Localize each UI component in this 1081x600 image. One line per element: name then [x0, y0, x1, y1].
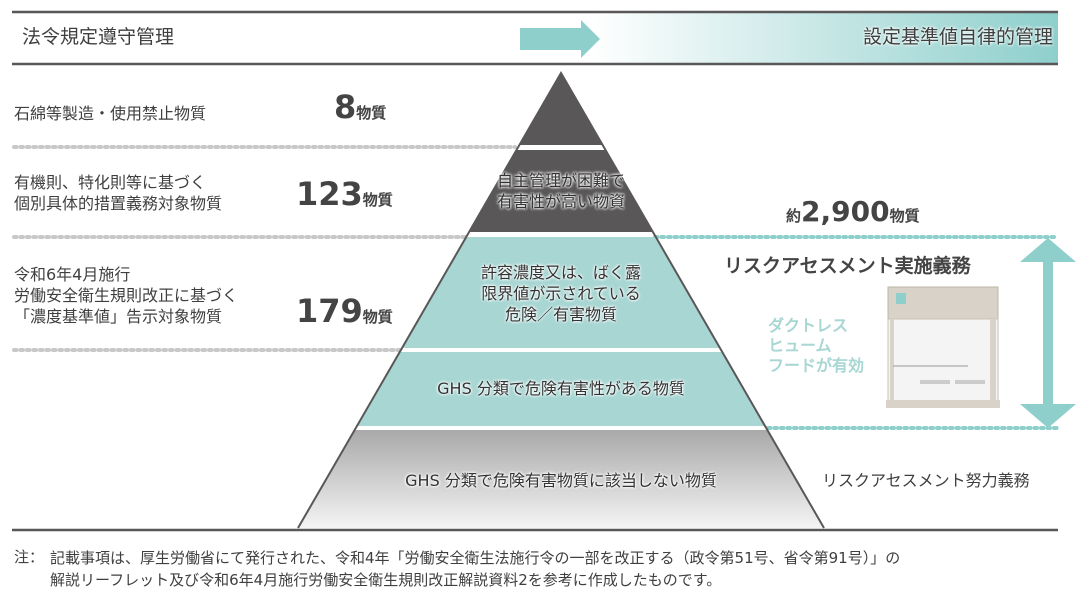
count-unit: 物質 [362, 191, 393, 209]
header-left-label: 法令規定遵守管理 [22, 26, 175, 48]
level-label-specific-measures: 有機則、特化則等に基づく個別具体的措置義務対象物質 [14, 172, 222, 214]
approx-unit: 物質 [889, 207, 920, 225]
hood-note: ダクトレスヒュームフードが有効 [768, 316, 864, 376]
arrow-right-icon [520, 20, 600, 58]
level-label-concentration-standard: 令和6年4月施行労働安全衛生規則改正に基づく「濃度基準値」告示対象物質 [14, 264, 238, 327]
count-concentration-standard: 179物質 [296, 292, 393, 330]
label-line: 個別具体的措置義務対象物質 [14, 194, 223, 213]
fume-hood-image [886, 286, 1000, 408]
dotted-separators [12, 145, 1060, 430]
tier-teal-upper-text: 許容濃度又は、ばく露限界値が示されている危険／有害物質 [441, 262, 681, 325]
count-unit: 物質 [356, 104, 387, 122]
double-arrow-icon [1020, 238, 1076, 428]
header-band [12, 10, 1058, 66]
effort-label: リスクアセスメント努力義務 [822, 471, 1030, 490]
footnote-prefix: 注： [14, 548, 45, 566]
tier-dark [469, 150, 653, 232]
footnote: 記載事項は、厚生労働省にて発行された、令和4年「労働安全衛生法施行令の一部を改正… [50, 547, 900, 591]
tier-dark-text: 自主管理が困難で有害性が高い物資 [461, 170, 661, 212]
approx-value: 2,900 [801, 195, 890, 228]
count-value: 123 [296, 175, 363, 213]
footnote-line: 記載事項は、厚生労働省にて発行された、令和4年「労働安全衛生法施行令の一部を改正… [50, 549, 901, 567]
tier-teal-lower [357, 352, 765, 426]
gradient-fill [590, 13, 1058, 63]
label-line: 「濃度基準値」告示対象物質 [14, 307, 223, 326]
text-line: 自主管理が困難で [496, 171, 625, 190]
text-line: フードが有効 [768, 356, 865, 375]
label-line: 労働安全衛生規則改正に基づく [14, 286, 239, 305]
label-line: 有機則、特化則等に基づく [14, 173, 207, 192]
header-right-label: 設定基準値自律的管理 [862, 26, 1053, 48]
approx-count: 約2,900物質 [786, 195, 920, 228]
text-line: ヒューム [768, 336, 832, 355]
count-value: 179 [296, 292, 363, 330]
text-line: 有害性が高い物資 [496, 192, 625, 211]
text-line: 許容濃度又は、ばく露 [480, 263, 641, 282]
label-line: 石綿等製造・使用禁止物質 [14, 104, 207, 123]
text-line: ダクトレス [768, 316, 849, 335]
label-line: 令和6年4月施行 [14, 265, 131, 284]
count-unit: 物質 [362, 308, 393, 326]
tier-top [519, 73, 603, 145]
count-banned: 8物質 [334, 88, 386, 126]
text-line: 限界値が示されている [481, 284, 641, 303]
tier-gray [298, 430, 824, 528]
level-label-banned: 石綿等製造・使用禁止物質 [14, 103, 206, 124]
count-value: 8 [334, 88, 357, 126]
tier-gray-text: GHS 分類で危険有害物質に該当しない物質 [405, 471, 717, 490]
tier-teal-lower-text: GHS 分類で危険有害性がある物質 [437, 379, 685, 398]
pyramid-outline [297, 71, 825, 529]
text-line: 危険／有害物質 [504, 305, 617, 324]
tier-teal-upper [402, 237, 720, 348]
obligation-label: リスクアセスメント実施義務 [724, 255, 971, 277]
count-specific-measures: 123物質 [296, 175, 393, 213]
approx-prefix: 約 [786, 207, 802, 225]
footnote-line: 解説リーフレット及び令和6年4月施行労働安全衛生規則改正解説資料2を参考に作成し… [50, 571, 722, 589]
